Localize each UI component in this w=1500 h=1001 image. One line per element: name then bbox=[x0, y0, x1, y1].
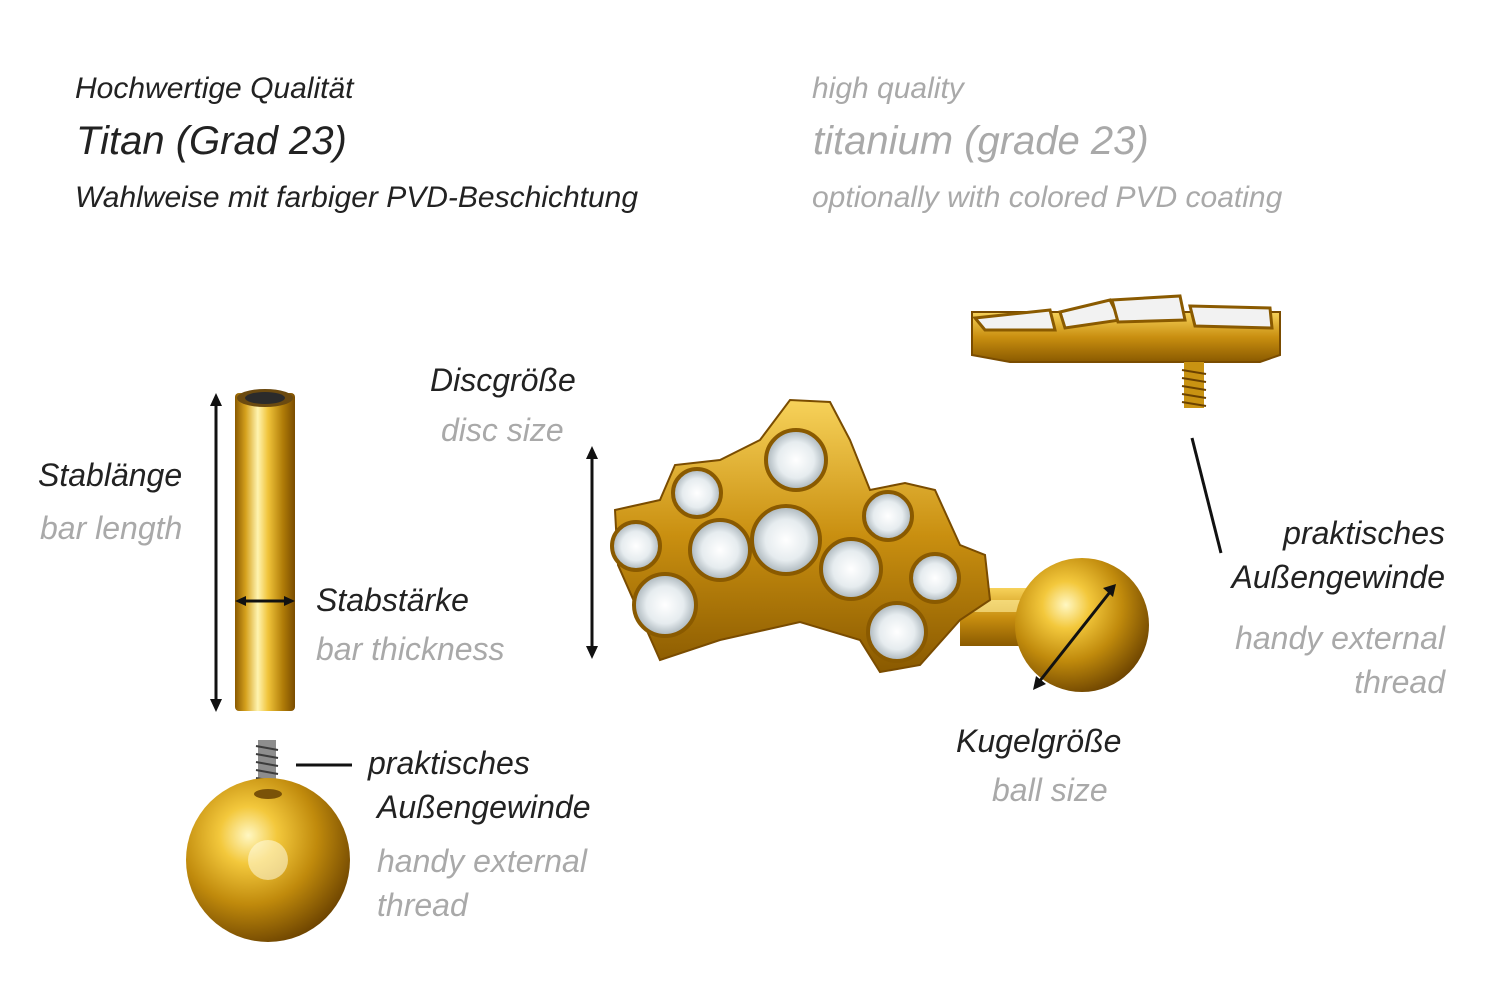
bar-thickness-label-en: bar thickness bbox=[316, 631, 505, 667]
header-coating-en: optionally with colored PVD coating bbox=[812, 181, 1283, 214]
thread-right-pointer bbox=[1190, 437, 1223, 554]
ball-size-arrow bbox=[1033, 584, 1116, 690]
thread-right-label-de-2: Außengewinde bbox=[1231, 559, 1445, 595]
gold-ball-icon bbox=[186, 740, 350, 942]
disc-size-label-de: Discgröße bbox=[430, 362, 576, 398]
thread-left-label-en-1: handy external bbox=[377, 843, 587, 879]
ball-size-label-de: Kugelgröße bbox=[956, 723, 1122, 759]
bar-thickness-label-de: Stabstärke bbox=[316, 582, 469, 618]
ball-size-label-en: ball size bbox=[992, 772, 1108, 808]
header-material-de: Titan (Grad 23) bbox=[76, 119, 347, 163]
thread-left-label-de-2: Außengewinde bbox=[377, 789, 591, 825]
thread-left-label-de-1: praktisches bbox=[368, 745, 530, 781]
header-quality-en: high quality bbox=[812, 72, 964, 105]
header-quality-de: Hochwertige Qualität bbox=[75, 72, 354, 105]
gold-disc-top-icon bbox=[971, 294, 1281, 408]
gold-bar-icon bbox=[235, 389, 295, 711]
bar-length-label-en: bar length bbox=[40, 510, 183, 546]
header-coating-de: Wahlweise mit farbiger PVD-Beschichtung bbox=[75, 181, 639, 214]
bar-length-label-de: Stablänge bbox=[38, 457, 183, 493]
thread-right-label-de-1: praktisches bbox=[1283, 515, 1445, 551]
thread-right-label-en-1: handy external bbox=[1235, 620, 1445, 656]
disc-size-label-en: disc size bbox=[441, 412, 564, 448]
thread-right-label-en-2: thread bbox=[1354, 664, 1445, 700]
disc-size-arrow bbox=[586, 446, 598, 659]
header-material-en: titanium (grade 23) bbox=[813, 119, 1149, 163]
thread-left-label-en-2: thread bbox=[377, 887, 468, 923]
bar-length-arrow bbox=[210, 393, 222, 712]
bar-thickness-arrow bbox=[235, 596, 295, 606]
gold-crown-jewel-icon bbox=[610, 398, 1149, 692]
